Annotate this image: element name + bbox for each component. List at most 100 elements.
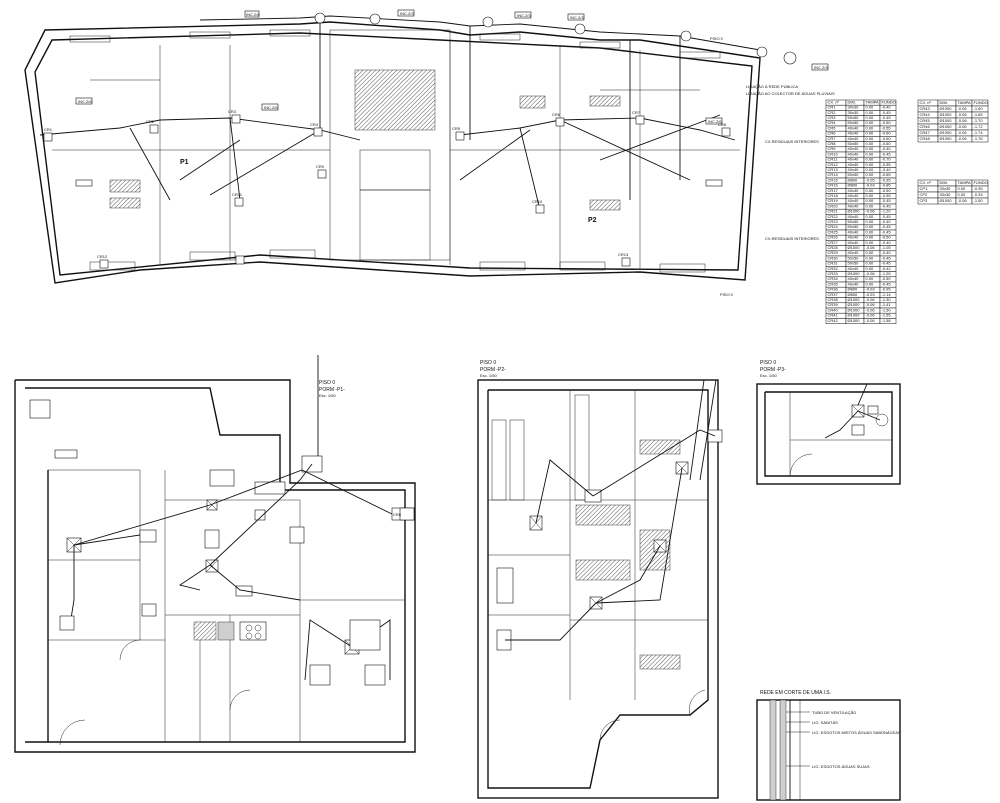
table-cell: Ø1000 (848, 313, 861, 318)
table-header: FUNDO (974, 180, 988, 185)
table-cell: -1.50 (974, 198, 984, 203)
table-cell: 40x40 (848, 229, 860, 234)
table-header: CX. nº (920, 180, 932, 185)
table-cell: -0.40 (882, 219, 892, 224)
table-cell: -0.45 (882, 214, 892, 219)
table-cell: 40x40 (848, 198, 860, 203)
table-cell: CR3 (828, 115, 837, 120)
table-cell: -0.06 (866, 271, 876, 276)
table-cell: 0.00 (866, 193, 875, 198)
table-cell: 0.00 (866, 281, 875, 286)
int-label-1: INC.2/6 (246, 12, 260, 17)
table-cell: Ø1000 (940, 136, 953, 141)
table-cell: CR16 (828, 183, 839, 188)
table-cell: -0.60 (882, 131, 892, 136)
table-cell: 0.00 (866, 235, 875, 240)
table-cell: -0.95 (882, 287, 892, 292)
table-cell: CR29 (828, 250, 839, 255)
table-cell: -0.06 (866, 313, 876, 318)
table-cell: CR7 (828, 136, 837, 141)
node-cr12: CR12 (97, 254, 108, 259)
table-cell: CP3 (920, 198, 929, 203)
table-cell: 0.00 (866, 131, 875, 136)
table-cell: -1.76 (974, 136, 984, 141)
table-cell: -0.06 (958, 124, 968, 129)
node-cr8: CR8 (718, 122, 727, 127)
table-cell: -1.74 (974, 130, 984, 135)
int-label-7: INC.2/6 (264, 105, 278, 110)
p1-node-cr6: CR6 (393, 512, 402, 517)
table-cell: -1.70 (974, 118, 984, 123)
upper-plan-label: PISO 0 (720, 292, 734, 297)
node-cr9: CR9 (316, 164, 325, 169)
table-cell: CR46 (920, 124, 931, 129)
table-cell: 0.00 (866, 136, 875, 141)
table-cell: -1.05 (882, 245, 892, 250)
table-cell: -0.05 (866, 177, 876, 182)
table-cell: -0.55 (882, 125, 892, 130)
table-cell: CR35 (828, 281, 839, 286)
table-cell: 40x40 (848, 125, 860, 130)
table-cell: CR14 (828, 172, 839, 177)
table-cell: 0.00 (958, 192, 967, 197)
table-cell: 0.00 (866, 162, 875, 167)
node-cr1: CR1 (44, 127, 53, 132)
table-cell: CR13 (828, 167, 839, 172)
table-cell: 0.00 (866, 157, 875, 162)
table-cell: -0.03 (866, 183, 876, 188)
table-cell: 0.00 (866, 229, 875, 234)
table-cell: 40x40 (848, 235, 860, 240)
table-cell: CR25 (828, 229, 839, 234)
table-header: CX. nº (920, 100, 932, 105)
table-cell: 0.00 (866, 203, 875, 208)
table-cell: CR2 (828, 110, 837, 115)
table-cell: 0.00 (866, 250, 875, 255)
table-cell: 30x30 (848, 110, 860, 115)
table-cell: -0.42 (882, 266, 892, 271)
table-cell: CR4 (828, 120, 837, 125)
table-cell: -1.55 (882, 313, 892, 318)
table-cell: Ø800 (848, 292, 859, 297)
table-cell: 0.00 (866, 266, 875, 271)
section-line-4: LIG. ESGOTOS ÁGUAS SUJAS (812, 764, 870, 769)
table-cell: Ø800 (848, 183, 859, 188)
table-cell: -0.45 (882, 198, 892, 203)
table-cell: 0.00 (866, 188, 875, 193)
table-cell: 40x40 (848, 188, 860, 193)
table-cell: -0.40 (882, 250, 892, 255)
table-cell-box (971, 197, 989, 205)
table-cell: CR36 (828, 287, 839, 292)
table-cell: 0.00 (866, 240, 875, 245)
table-cell: 40x40 (848, 167, 860, 172)
detail-p2-plan: PISO 0 PORM -P2- Esc. 1/50 (477, 360, 723, 799)
int-label-3: INC.2/3 (517, 13, 531, 18)
interior-label-1: CX.RESIDUAIS INTERIORES (765, 139, 819, 144)
table-cell: CR27 (828, 240, 839, 245)
table-cell: 0.00 (866, 167, 875, 172)
table-cell: -1.41 (882, 302, 892, 307)
table-cell: Ø1000 (848, 271, 861, 276)
room-tag-p2: P2 (588, 217, 597, 224)
table-cell: CR12 (828, 162, 839, 167)
table-cell: Ø1000 (940, 198, 953, 203)
node-cr5: CR5 (452, 126, 461, 131)
table-cell: 40x40 (848, 266, 860, 271)
table-cell: -1.25 (882, 271, 892, 276)
table-cell: CR41 (828, 313, 839, 318)
table-cell: 0.00 (866, 141, 875, 146)
table-cell: 50x50 (848, 141, 860, 146)
table-header: DIM. (940, 100, 948, 105)
table-cell: CR33 (828, 271, 839, 276)
table-cell: CR24 (828, 224, 839, 229)
table-cell: CR19 (828, 198, 839, 203)
table-cell: -1.58 (882, 318, 892, 323)
table-cell: -0.06 (958, 112, 968, 117)
node-cr13: CR13 (618, 252, 629, 257)
table-cell: 0.00 (866, 172, 875, 177)
table-cell: CR6 (828, 131, 837, 136)
table-cell: -0.06 (958, 136, 968, 141)
table-cell: CR31 (828, 261, 839, 266)
int-label-6: INC.2/6 (78, 99, 92, 104)
